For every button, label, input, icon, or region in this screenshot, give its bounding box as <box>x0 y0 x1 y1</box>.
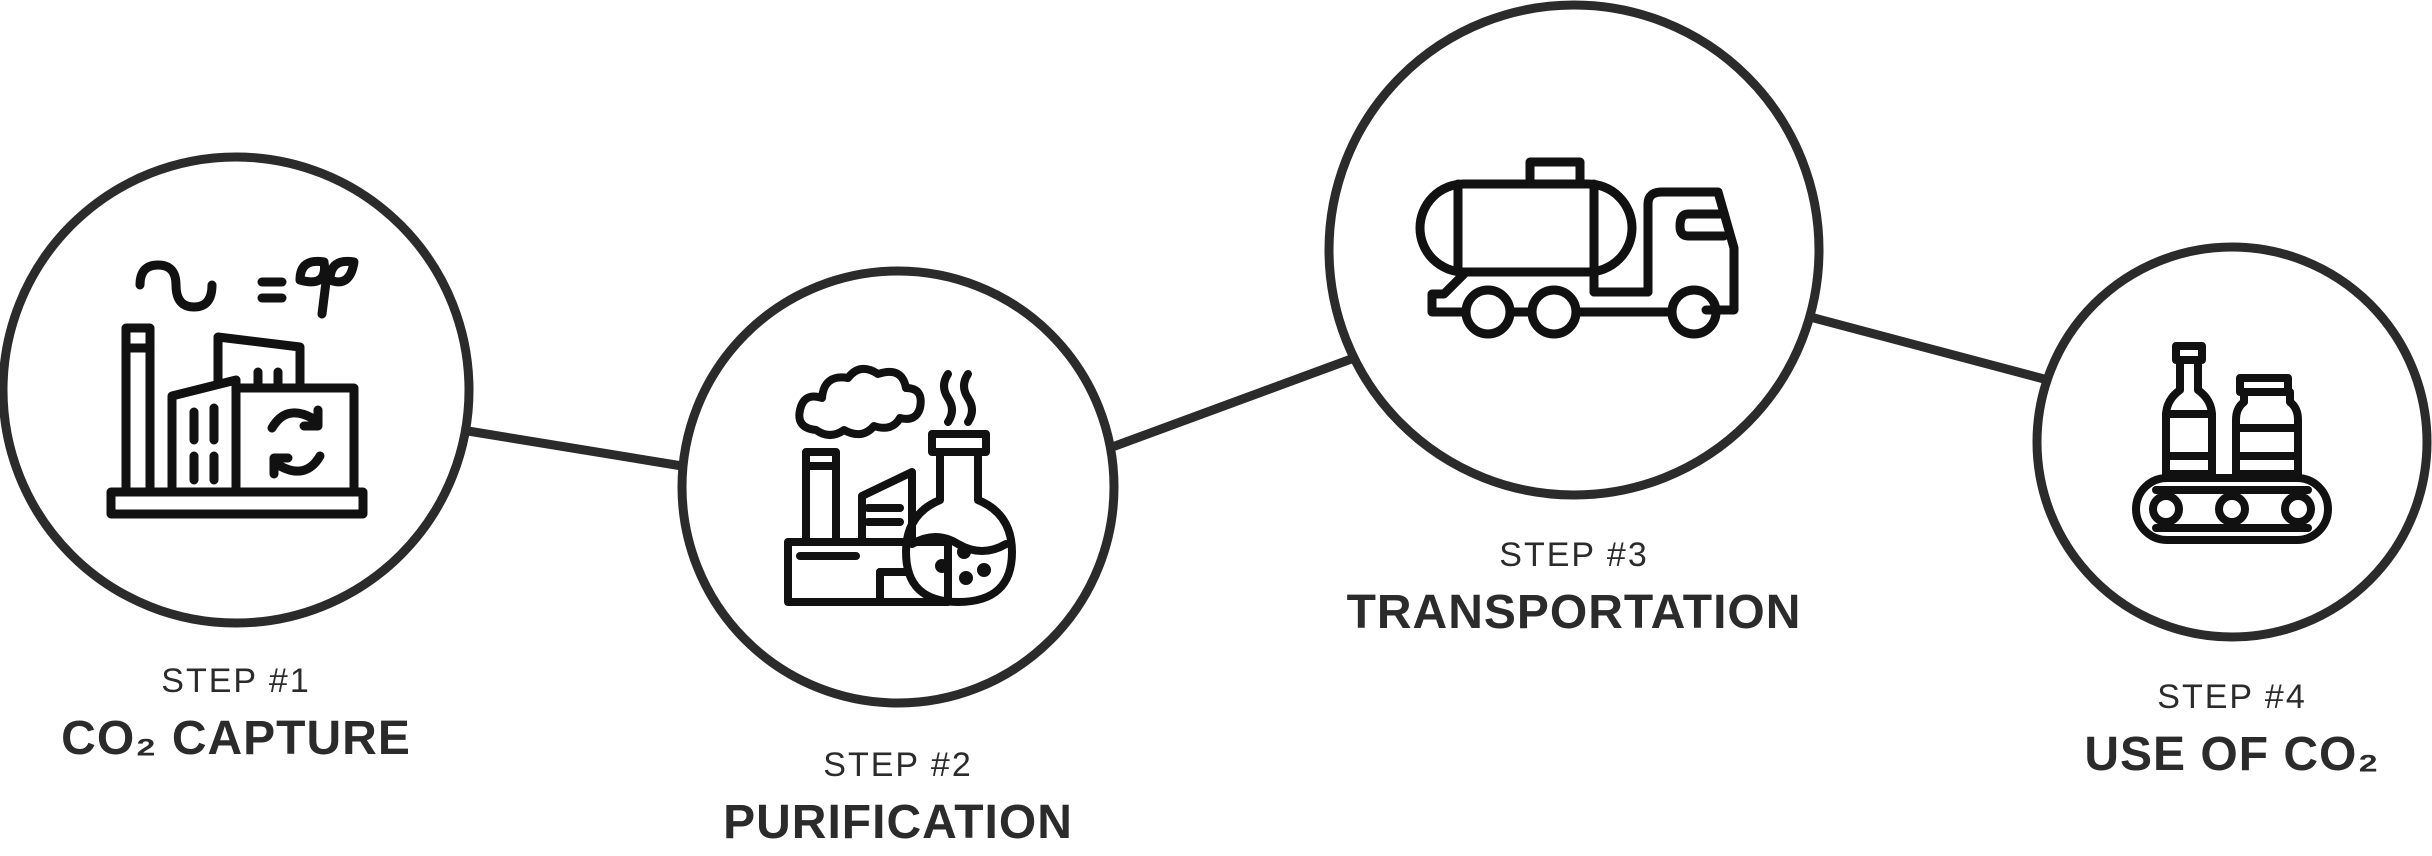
step-3-title: TRANSPORTATION <box>1346 586 1802 639</box>
connector-3-4 <box>1809 313 2049 384</box>
step-1-label: STEP #1 <box>161 662 311 700</box>
step-2-label: STEP #2 <box>823 746 973 784</box>
step-4-caption: STEP #4 USE OF CO₂ <box>2084 678 2379 782</box>
step-4-title: USE OF CO₂ <box>2084 728 2380 781</box>
connector-2-3 <box>1110 353 1359 451</box>
step-1-title: CO₂ CAPTURE <box>61 712 411 765</box>
bottles-conveyor-icon <box>2132 342 2332 544</box>
step-2-title: PURIFICATION <box>723 796 1073 849</box>
step-2-circle <box>677 266 1119 708</box>
factory-co2-capture-icon <box>106 256 368 519</box>
step-1-caption: STEP #1 CO₂ CAPTURE <box>61 662 411 766</box>
step-2-caption: STEP #2 PURIFICATION <box>723 746 1073 850</box>
step-4-label: STEP #4 <box>2157 678 2307 716</box>
factory-flask-icon <box>784 364 1016 606</box>
tanker-truck-icon <box>1415 157 1739 339</box>
step-3-label: STEP #3 <box>1499 536 1649 574</box>
step-3-circle <box>1324 0 1824 500</box>
step-3-caption: STEP #3 TRANSPORTATION <box>1347 536 1802 640</box>
connector-1-2 <box>463 426 687 471</box>
